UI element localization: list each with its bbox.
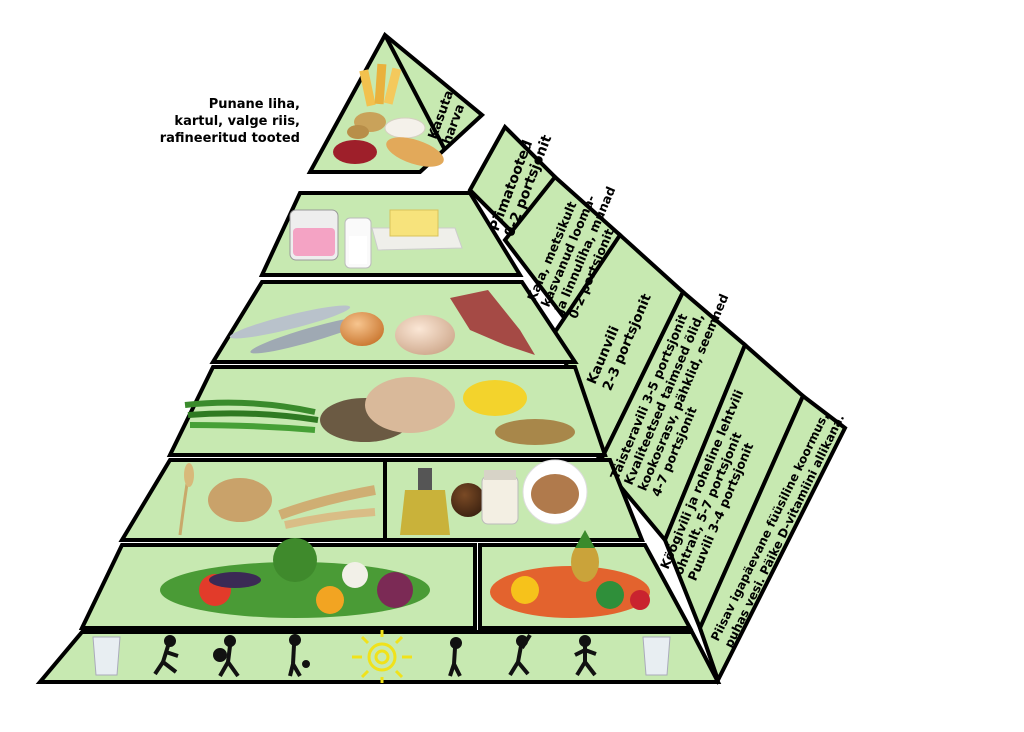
soccer-player-icon xyxy=(288,634,310,678)
fruits-icon xyxy=(490,530,650,618)
beans-icon xyxy=(365,377,455,433)
green-beans-icon xyxy=(184,399,319,433)
water-glass-icon xyxy=(642,636,671,676)
sun-icon xyxy=(352,630,412,683)
coconut-icon xyxy=(451,483,485,517)
water-glass-icon xyxy=(92,636,121,676)
meat-icon xyxy=(450,290,535,355)
oil-bottle-icon xyxy=(400,468,450,535)
runner-icon xyxy=(153,635,179,676)
coconut-oil-jar-icon xyxy=(481,470,519,525)
jumper-icon xyxy=(574,635,597,677)
chicken-icon xyxy=(395,315,455,355)
dairy-foods xyxy=(289,209,463,269)
grain-foods xyxy=(178,463,376,536)
corn-icon xyxy=(463,380,527,416)
side-panels xyxy=(467,123,848,686)
vegetables-icon xyxy=(160,538,430,618)
side-panel-activity xyxy=(697,392,848,686)
bread-icon xyxy=(386,137,444,167)
ball-player-icon xyxy=(213,635,240,678)
milk-icon xyxy=(344,217,372,269)
wheat-icon xyxy=(178,463,194,536)
oats-icon xyxy=(208,478,272,522)
nuts-bowl-icon xyxy=(522,459,588,525)
protein-foods xyxy=(229,290,535,355)
badminton-player-icon xyxy=(508,633,532,677)
fish-icon xyxy=(229,305,370,354)
rice-icon xyxy=(384,117,426,139)
top-note: Punane liha, kartul, valge riis, rafinee… xyxy=(159,97,300,146)
barley-icon xyxy=(278,485,376,529)
fat-foods xyxy=(400,459,588,535)
egg-icon xyxy=(340,312,384,346)
tennis-player-icon xyxy=(448,637,462,677)
legume-foods xyxy=(184,377,575,445)
activity-row xyxy=(92,630,671,683)
top-tier: Kasuta harva xyxy=(306,31,486,174)
butter-icon xyxy=(371,209,463,251)
red-meat-icon xyxy=(333,140,377,164)
fries-icon xyxy=(359,63,402,107)
yogurt-icon xyxy=(289,209,339,261)
tier-activity xyxy=(35,630,722,684)
